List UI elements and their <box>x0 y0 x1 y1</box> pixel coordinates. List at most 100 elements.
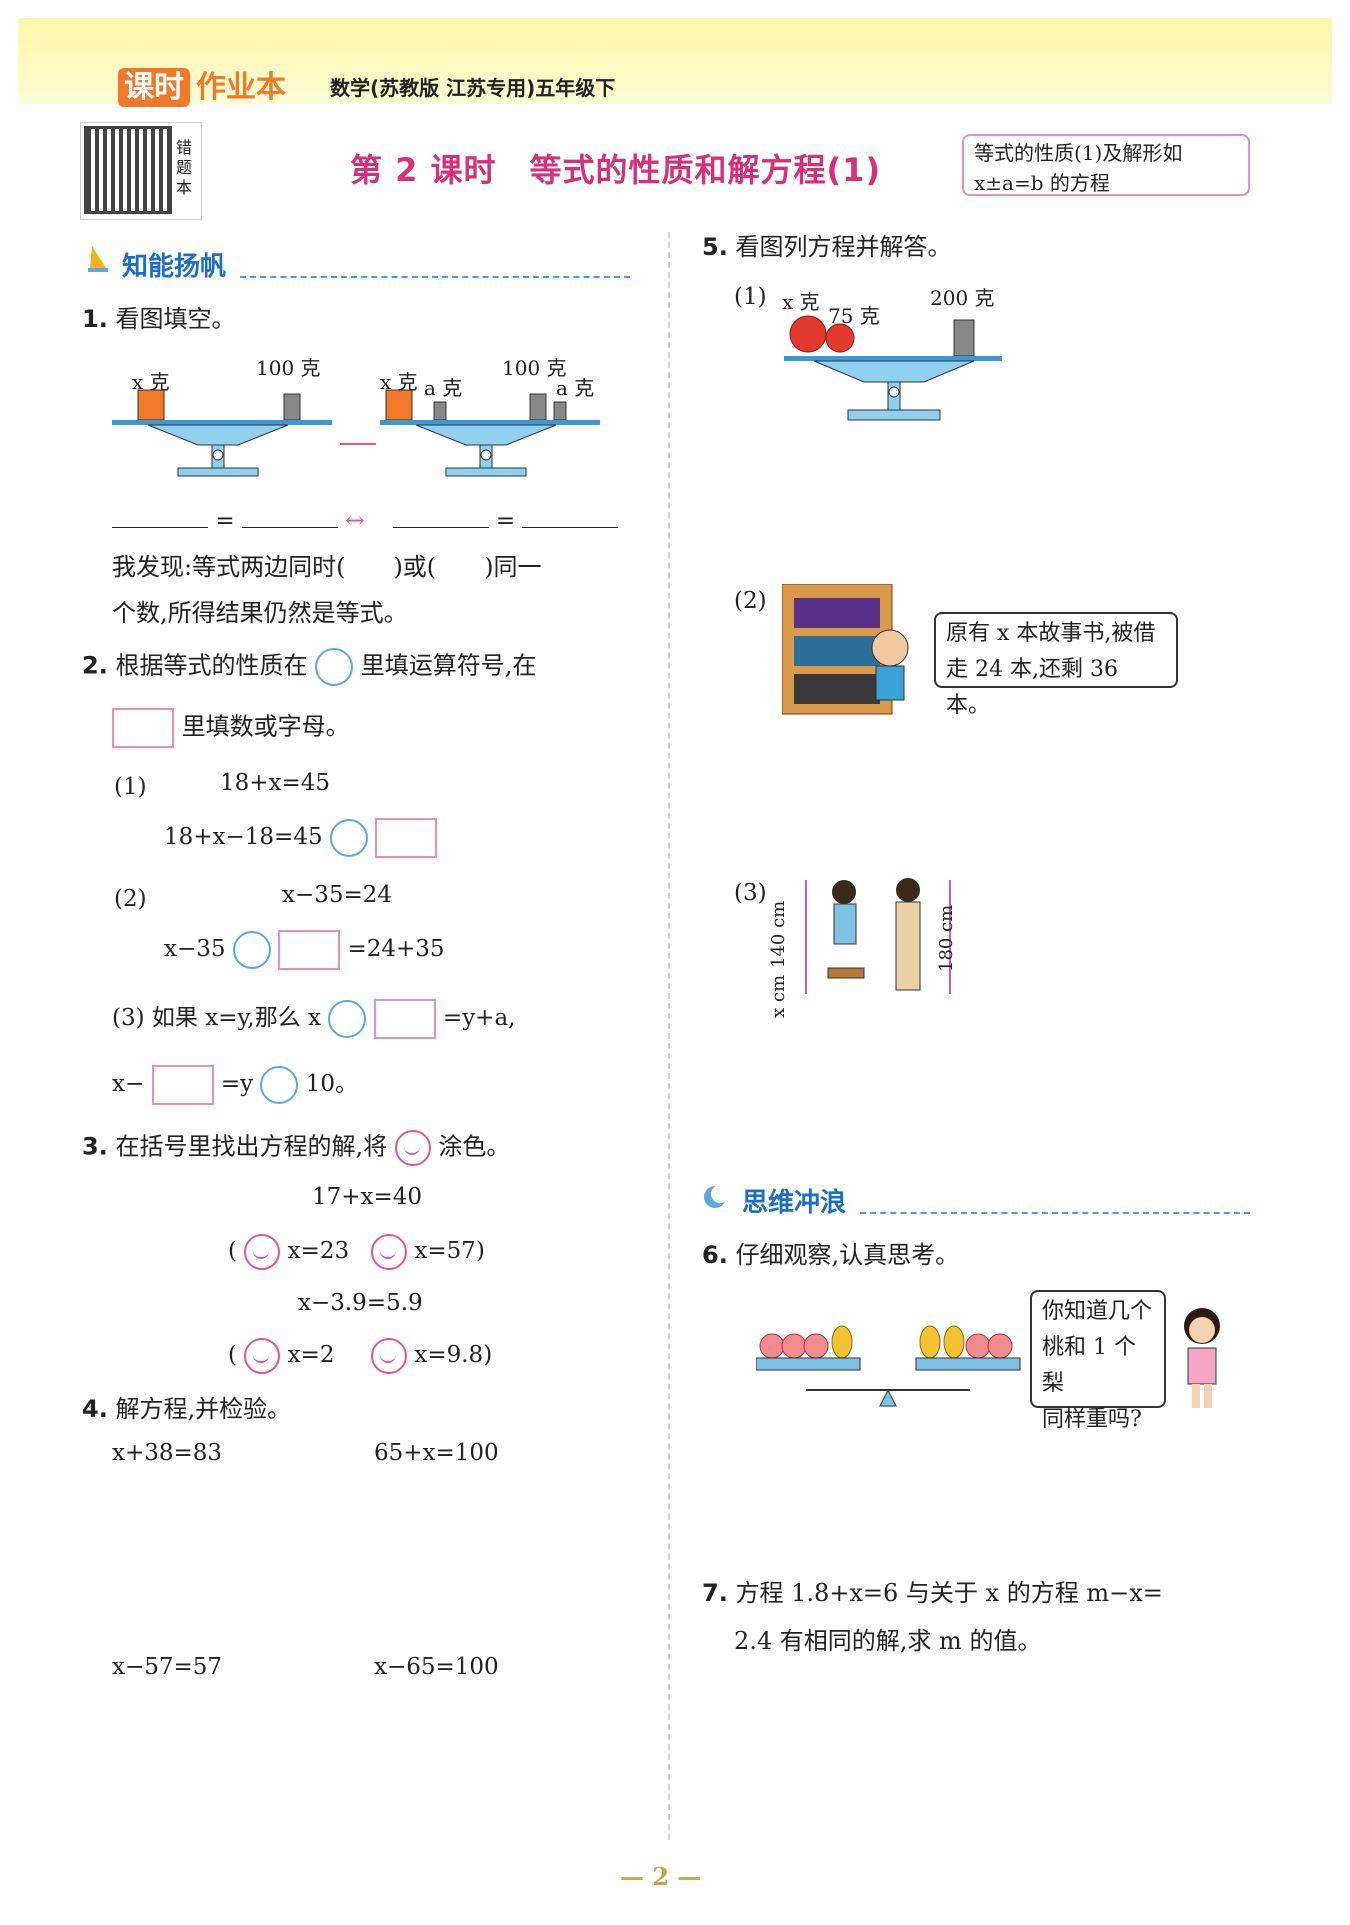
q3-opt2b: x=9.8) <box>414 1342 493 1368</box>
peach-icon <box>759 1333 785 1359</box>
q4-e2: 65+x=100 <box>374 1440 499 1466</box>
q2-p3-e: 10。 <box>305 1071 359 1097</box>
blank-2[interactable] <box>241 527 338 528</box>
q2-p1-step-text: 18+x−18=45 <box>164 824 323 850</box>
q5-stem: 5. 看图列方程并解答。 <box>702 232 951 262</box>
q2-p3-a: (3) 如果 x=y,那么 x <box>112 1005 321 1031</box>
smiley-icon <box>394 1130 431 1166</box>
fruit-balance-diagram <box>756 1325 1021 1407</box>
q5-p3-180: 180 cm <box>936 904 957 972</box>
topic-line-1: 等式的性质(1)及解形如 <box>974 141 1183 165</box>
q1-equation-row: = ↔ = <box>112 508 619 534</box>
q1-finding-line-2: 个数,所得结果仍然是等式。 <box>112 599 408 627</box>
q1-label-right-x: x 克 <box>380 370 418 394</box>
topic-box: 等式的性质(1)及解形如 x±a=b 的方程 <box>962 134 1250 196</box>
q6-text: 仔细观察,认真思考。 <box>735 1241 960 1269</box>
q3-stem-b: 涂色。 <box>438 1132 511 1161</box>
brand-logo: 课时作业本 <box>118 62 286 107</box>
q5-p1-balance-diagram <box>784 315 1002 421</box>
q4-e1: x+38=83 <box>112 1440 223 1466</box>
q2-p2-eq: x−35=24 <box>282 882 393 908</box>
q2-p3-row2: x− =y 10。 <box>112 1064 358 1105</box>
q1-label-right-100: 100 克 <box>502 356 567 380</box>
q2-p3-circle-1[interactable] <box>328 1000 367 1038</box>
blank-1[interactable] <box>112 527 208 528</box>
q6-bubble-line1: 你知道几个 <box>1042 1299 1153 1324</box>
q2-p3-circle-2[interactable] <box>260 1066 299 1104</box>
q2-p1-square[interactable] <box>375 818 438 858</box>
q2-p2-square[interactable] <box>278 930 341 970</box>
circle-placeholder-icon <box>315 648 354 686</box>
balance-right <box>380 389 600 477</box>
q3-opt1b: x=57) <box>414 1238 485 1264</box>
q2-p3-b: =y+a, <box>442 1005 516 1031</box>
q2-p1-step: 18+x−18=45 <box>164 818 438 858</box>
girl-illustration <box>1184 1308 1220 1408</box>
q3-opt1a: x=23 <box>287 1238 350 1264</box>
qr-code-icon[interactable] <box>84 126 172 214</box>
qr-label: 错题本 <box>176 138 193 197</box>
q4-e4: x−65=100 <box>374 1654 499 1680</box>
q2-p1-label: (1) <box>114 774 147 800</box>
pear-icon <box>831 1325 853 1359</box>
q2-p2-step-b: =24+35 <box>347 936 445 962</box>
topic-line-2: x±a=b 的方程 <box>974 171 1110 195</box>
q7-text-1: 方程 1.8+x=6 与关于 x 的方程 m−x= <box>735 1579 1163 1607</box>
square-placeholder-icon <box>112 708 174 748</box>
q5-num: 5. <box>702 233 728 261</box>
smiley-option-1a[interactable] <box>244 1234 281 1270</box>
q5-p2-label: (2) <box>734 588 767 614</box>
beam-left <box>112 420 332 425</box>
q2-stem-line2: 里填数或字母。 <box>112 708 350 748</box>
blank-3[interactable] <box>392 527 489 528</box>
book-subtitle: 数学(苏教版 江苏专用)五年级下 <box>330 76 616 100</box>
q3-stem-a: 在括号里找出方程的解,将 <box>115 1132 388 1161</box>
q2-p1-eq: 18+x=45 <box>220 770 331 796</box>
page-number: — 2 — <box>620 1862 702 1891</box>
q1-stem: 1. 看图填空。 <box>82 304 235 334</box>
q2-stem-1: 根据等式的性质在 <box>115 651 308 680</box>
q2-p2-step: x−35 =24+35 <box>164 930 445 970</box>
blank-4[interactable] <box>522 527 619 528</box>
section-underline-2 <box>860 1212 1250 1214</box>
q2-p3-square-2[interactable] <box>151 1065 214 1105</box>
q7-line-2: 2.4 有相同的解,求 m 的值。 <box>734 1627 1042 1655</box>
section-heading-2: 思维冲浪 <box>742 1188 847 1218</box>
q6-num: 6. <box>702 1241 728 1269</box>
column-divider <box>668 232 670 1840</box>
section-underline-1 <box>240 276 630 278</box>
q2-p3-d: =y <box>220 1071 254 1097</box>
q7-num: 7. <box>702 1579 728 1607</box>
q2-p2-label: (2) <box>114 886 147 912</box>
height-comparison-illustration <box>805 878 951 994</box>
qr-frame <box>80 122 202 220</box>
q2-p1-circle[interactable] <box>329 819 368 857</box>
section-heading-1: 知能扬帆 <box>122 252 227 282</box>
child-head-icon <box>871 629 909 667</box>
smiley-option-2a[interactable] <box>244 1338 281 1374</box>
stool-icon <box>827 967 865 979</box>
q6-bubble-line2: 桃和 1 个梨 <box>1042 1335 1136 1396</box>
q1-label-left-x: x 克 <box>132 370 170 394</box>
q5-p1-200: 200 克 <box>930 286 995 310</box>
q2-p3-square-1[interactable] <box>373 999 436 1039</box>
smiley-option-1b[interactable] <box>371 1234 408 1270</box>
q5-p1-x: x 克 <box>782 290 820 314</box>
lesson-title: 第 2 课时 等式的性质和解方程(1) <box>350 151 882 189</box>
balance-left <box>112 389 332 477</box>
q2-p2-circle[interactable] <box>232 931 271 969</box>
q5-p3-140: 140 cm <box>768 900 789 968</box>
q1-finding-line-1[interactable]: 我发现:等式两边同时( )或( )同一 <box>112 553 542 581</box>
q2-stem: 2. 根据等式的性质在 里填运算符号,在 <box>82 648 536 686</box>
q4-num: 4. <box>82 1395 108 1423</box>
q3-options-1: ( x=23 x=57) <box>228 1234 485 1270</box>
q1-num: 1. <box>82 305 108 333</box>
q3-stem: 3. 在括号里找出方程的解,将 涂色。 <box>82 1130 510 1166</box>
smiley-option-2b[interactable] <box>371 1338 408 1374</box>
q1-balance-diagram <box>112 389 600 477</box>
q3-options-2: ( x=2 x=9.8) <box>228 1338 492 1374</box>
q5-p3-x: x cm <box>768 974 789 1018</box>
q2-stem-2: 里填运算符号,在 <box>360 651 537 680</box>
q5-p2-speech-bubble: 原有 x 本故事书,被借 走 24 本,还剩 36 本。 <box>934 612 1178 718</box>
q7-line-1: 7. 方程 1.8+x=6 与关于 x 的方程 m−x= <box>702 1578 1163 1608</box>
